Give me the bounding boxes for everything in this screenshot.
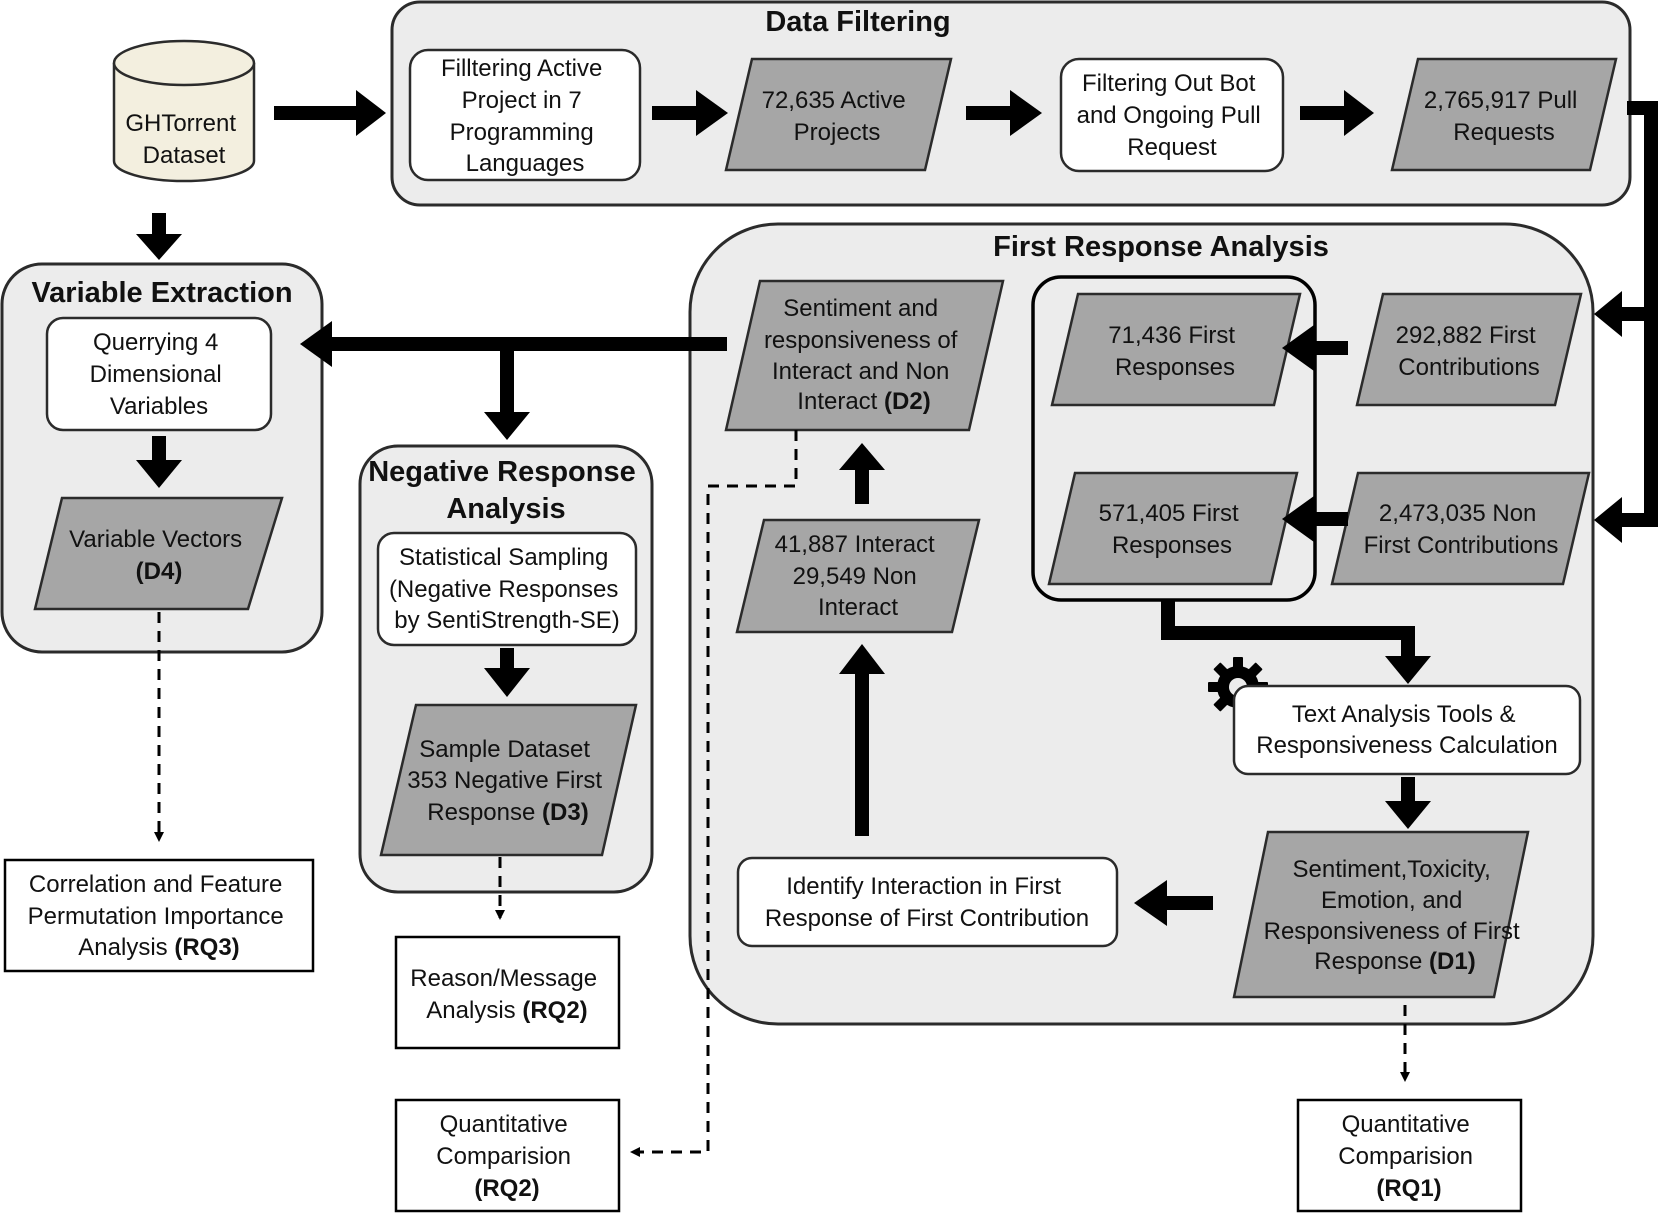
arrow-pullrequests-bracket bbox=[1594, 101, 1658, 543]
svg-text:41,887 Interact 29,549 N: 41,887 Interact 29,549 Non Interact bbox=[775, 531, 942, 621]
rq3-output-box: Correlation and Feature Permutation Impo… bbox=[3, 858, 315, 973]
svg-text:292,882 First Contributi: 292,882 First Contributions bbox=[1396, 322, 1543, 381]
arrow-d2-to-variable-extraction bbox=[300, 321, 727, 440]
arrow-ghtorrent-to-filter bbox=[274, 90, 386, 136]
sample-dataset-d3-data: Sample Dataset 353 Negative First Respon… bbox=[379, 703, 638, 857]
svg-text:Variable Vectors (D4): Variable Vectors (D4) bbox=[69, 526, 249, 585]
arrow-active-to-filterbot bbox=[966, 90, 1042, 136]
svg-text:Quantitative Comparision: Quantitative Comparision (RQ1) bbox=[1338, 1111, 1479, 1202]
arrow-firstcontrib-to-responses bbox=[1282, 325, 1348, 371]
svg-text:2,765,917 Pull Requests: 2,765,917 Pull Requests bbox=[1424, 87, 1584, 146]
variable-vectors-d4-data: Variable Vectors (D4) bbox=[33, 496, 284, 611]
arrow-sampling-to-sample bbox=[484, 648, 530, 697]
arrow-identify-to-interact bbox=[839, 644, 885, 836]
dashed-arrows bbox=[154, 430, 1410, 1157]
dashed-arrow-d2-to-rq2-quant bbox=[630, 430, 798, 1157]
filter-bot-node: Filtering Out Bot and Ongoing Pull Reque… bbox=[1059, 57, 1285, 173]
first-response-analysis-title: First Response Analysis bbox=[993, 231, 1329, 263]
ghtorrent-label: GHTorrent Dataset bbox=[125, 110, 242, 169]
svg-text:71,436 First Responses: 71,436 First Responses bbox=[1108, 322, 1241, 381]
arrow-interact-to-d2 bbox=[839, 443, 885, 504]
svg-text:Sentiment and responsive: Sentiment and responsiveness of Interact… bbox=[764, 295, 964, 415]
d1-data: Sentiment,Toxicity, Emotion, and Respons… bbox=[1232, 830, 1530, 999]
first-responses-b-data: 571,405 First Responses bbox=[1047, 471, 1299, 586]
filter-active-projects-node: Filltering Active Project in 7 Programmi… bbox=[408, 48, 642, 182]
svg-text:Reason/Message Analysis: Reason/Message Analysis (RQ2) bbox=[410, 965, 603, 1024]
statistical-sampling-node: Statistical Sampling (Negative Responses… bbox=[376, 531, 638, 647]
rq2-reason-output-box: Reason/Message Analysis (RQ2) bbox=[394, 935, 621, 1050]
svg-text:2,473,035 Non First Cont: 2,473,035 Non First Contributions bbox=[1364, 500, 1559, 559]
svg-text:Text Analysis Tools & Re: Text Analysis Tools & Responsiveness Cal… bbox=[1256, 701, 1558, 759]
svg-text:Statistical Sampling (Ne: Statistical Sampling (Negative Responses… bbox=[389, 544, 625, 634]
svg-text:Sample Dataset 353 Negat: Sample Dataset 353 Negative First Respon… bbox=[407, 736, 608, 826]
arrow-querying-to-vectors bbox=[136, 436, 182, 488]
first-responses-a-data: 71,436 First Responses bbox=[1050, 292, 1302, 407]
arrow-textanalysis-to-d1 bbox=[1385, 777, 1431, 829]
arrow-filter-to-active bbox=[652, 90, 728, 136]
variable-extraction-title: Variable Extraction bbox=[31, 277, 292, 309]
active-projects-data: 72,635 Active Projects bbox=[724, 57, 953, 172]
svg-text:Filtering Out Bot and On: Filtering Out Bot and Ongoing Pull Reque… bbox=[1077, 70, 1268, 161]
querying-variables-node: Querrying 4 Dimensional Variables bbox=[45, 316, 273, 432]
non-first-contributions-data: 2,473,035 Non First Contributions bbox=[1330, 471, 1591, 586]
arrow-ghtorrent-to-variables bbox=[136, 213, 182, 260]
text-analysis-node: Text Analysis Tools & Responsiveness Cal… bbox=[1232, 684, 1582, 776]
negative-response-analysis-title: Negative Response Analysis bbox=[368, 456, 644, 525]
pull-requests-data: 2,765,917 Pull Requests bbox=[1390, 57, 1618, 172]
svg-text:Identify Interaction in First: Identify Interaction in First Response o… bbox=[765, 873, 1089, 932]
svg-text:72,635 Active Projects: 72,635 Active Projects bbox=[762, 87, 913, 146]
svg-text:Sentiment,Toxicity, Emot: Sentiment,Toxicity, Emotion, and Respons… bbox=[1264, 856, 1527, 975]
svg-text:Correlation and Feature: Correlation and Feature Permutation Impo… bbox=[28, 871, 291, 961]
d2-data: Sentiment and responsiveness of Interact… bbox=[724, 279, 1005, 432]
arrow-filterbot-to-pullrequests bbox=[1300, 90, 1374, 136]
svg-text:Quantitative Comparision: Quantitative Comparision (RQ2) bbox=[436, 1111, 577, 1202]
svg-text:Querrying 4 Dimensional: Querrying 4 Dimensional Variables bbox=[90, 329, 229, 420]
svg-text:571,405 First Responses: 571,405 First Responses bbox=[1099, 500, 1246, 559]
svg-text:Filltering Active Projec: Filltering Active Project in 7 Programmi… bbox=[441, 55, 609, 177]
first-contributions-data: 292,882 First Contributions bbox=[1355, 292, 1583, 407]
rq1-quantitative-output-box: Quantitative Comparision (RQ1) bbox=[1296, 1098, 1523, 1213]
ghtorrent-dataset-node: GHTorrent Dataset bbox=[112, 39, 256, 183]
arrow-d1-to-identify bbox=[1134, 880, 1213, 926]
interact-counts-data: 41,887 Interact 29,549 Non Interact bbox=[735, 518, 981, 634]
rq2-quantitative-output-box: Quantitative Comparision (RQ2) bbox=[394, 1098, 621, 1213]
arrow-responses-to-textanalysis bbox=[1161, 600, 1431, 684]
data-filtering-title: Data Filtering bbox=[765, 6, 950, 38]
solid-arrows bbox=[136, 90, 1658, 926]
arrow-nonfirst-to-responses bbox=[1282, 496, 1348, 542]
identify-interaction-node: Identify Interaction in First Response o… bbox=[736, 856, 1119, 948]
